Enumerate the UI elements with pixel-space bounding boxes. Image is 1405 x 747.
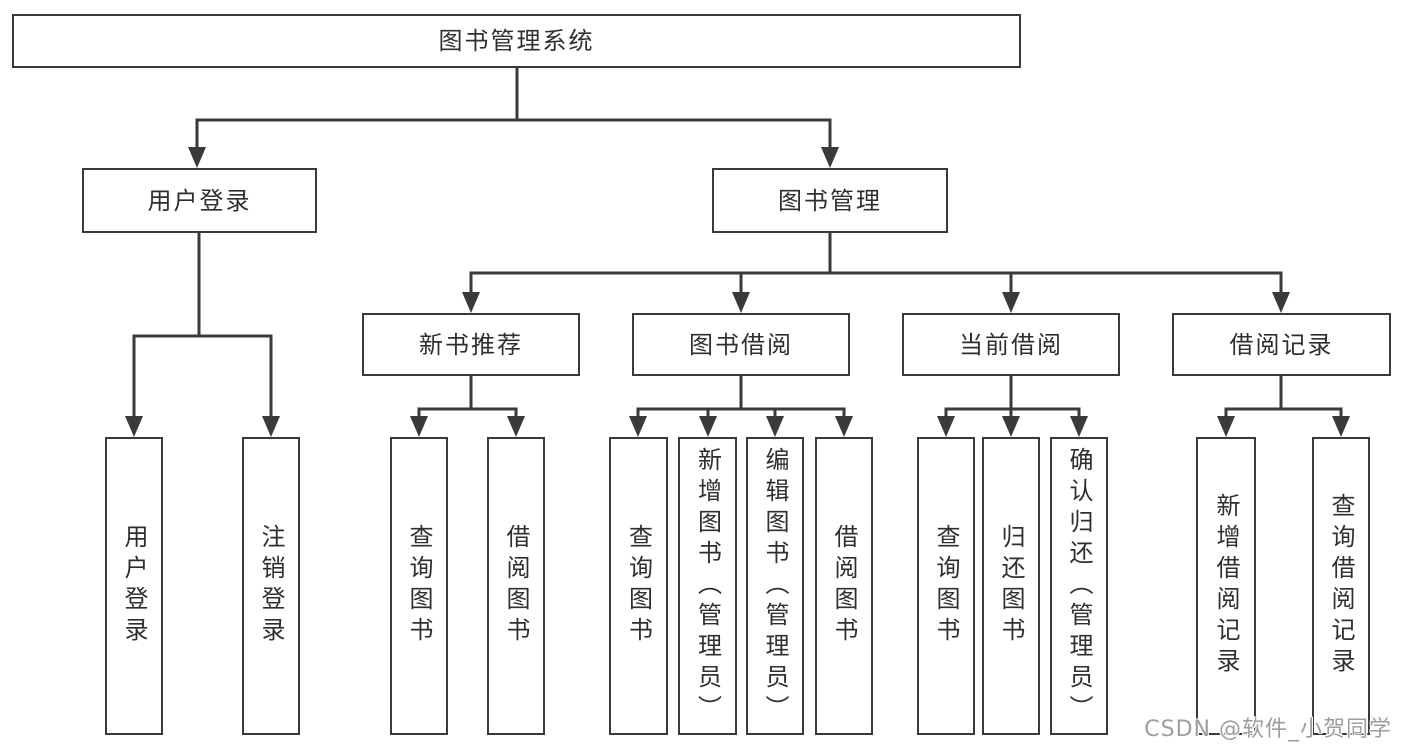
- connector-new-book-to-leaves: [417, 374, 518, 420]
- leaf-bb-add-books-admin-label: 新增图书（管理员）: [693, 446, 722, 726]
- leaf-cb-return-books-label: 归还图书: [997, 524, 1025, 648]
- leaf-nb-search-books: 查询图书: [390, 437, 448, 735]
- leaf-br-add-borrow-record-label: 新增借阅记录: [1212, 493, 1240, 679]
- node-user-login-label: 用户登录: [147, 186, 252, 215]
- arrow-down-icon: [821, 147, 839, 168]
- arrow-down-icon: [1332, 416, 1350, 437]
- arrow-down-icon: [262, 416, 280, 437]
- leaf-br-search-borrow-record-label: 查询借阅记录: [1327, 493, 1355, 679]
- leaf-bb-edit-books-admin-label: 编辑图书（管理员）: [761, 446, 789, 726]
- node-book-management-label: 图书管理: [778, 186, 882, 215]
- node-borrow-records-label: 借阅记录: [1229, 330, 1334, 359]
- leaf-nb-borrow-books: 借阅图书: [487, 437, 545, 735]
- arrow-down-icon: [1272, 292, 1290, 313]
- leaf-br-add-borrow-record: 新增借阅记录: [1196, 437, 1256, 735]
- arrow-down-icon: [507, 416, 525, 437]
- arrow-down-icon: [937, 416, 955, 437]
- leaf-logout-label: 注销登录: [257, 524, 285, 648]
- arrow-down-icon: [732, 292, 750, 313]
- arrow-down-icon: [188, 147, 206, 168]
- leaf-cb-search-books: 查询图书: [917, 437, 975, 735]
- node-root-label: 图书管理系统: [438, 27, 595, 55]
- arrow-down-icon: [1217, 416, 1235, 437]
- leaf-user-login: 用户登录: [105, 437, 163, 735]
- leaf-bb-search-books-label: 查询图书: [624, 524, 653, 648]
- leaf-cb-confirm-return-admin-label: 确认归还（管理员）: [1065, 446, 1093, 726]
- leaf-logout: 注销登录: [242, 437, 300, 735]
- leaf-br-search-borrow-record: 查询借阅记录: [1312, 437, 1370, 735]
- leaf-bb-edit-books-admin: 编辑图书（管理员）: [746, 437, 804, 735]
- leaf-cb-search-books-label: 查询图书: [932, 524, 960, 648]
- node-new-book-recommend: 新书推荐: [362, 313, 580, 376]
- connector-borrow-records-to-leaves: [1224, 374, 1343, 420]
- node-book-borrow: 图书借阅: [632, 313, 850, 376]
- arrow-down-icon: [462, 292, 480, 313]
- leaf-nb-borrow-books-label: 借阅图书: [502, 524, 530, 648]
- leaf-bb-add-books-admin: 新增图书（管理员）: [678, 437, 737, 735]
- connector-current-borrow-to-leaves: [944, 374, 1081, 420]
- node-current-borrow-label: 当前借阅: [959, 330, 1063, 359]
- node-book-management: 图书管理: [712, 168, 948, 233]
- csdn-watermark: CSDN @软件_小贺同学: [1144, 717, 1392, 742]
- node-new-book-recommend-label: 新书推荐: [419, 330, 523, 359]
- arrow-down-icon: [125, 416, 143, 437]
- connector-root-to-level2: [195, 66, 832, 150]
- leaf-nb-search-books-label: 查询图书: [405, 524, 433, 648]
- connector-book-borrow-to-leaves: [636, 374, 846, 420]
- leaf-bb-borrow-books: 借阅图书: [815, 437, 873, 735]
- node-borrow-records: 借阅记录: [1172, 313, 1391, 376]
- node-book-borrow-label: 图书借阅: [689, 330, 793, 359]
- arrow-down-icon: [1002, 292, 1020, 313]
- connector-user-login-to-leaves: [132, 231, 273, 420]
- arrow-down-icon: [629, 416, 647, 437]
- arrow-down-icon: [1002, 416, 1020, 437]
- arrow-down-icon: [766, 416, 784, 437]
- arrow-down-icon: [1070, 416, 1088, 437]
- leaf-cb-return-books: 归还图书: [982, 437, 1040, 735]
- arrow-down-icon: [410, 416, 428, 437]
- arrow-down-icon: [835, 416, 853, 437]
- leaf-bb-borrow-books-label: 借阅图书: [830, 524, 858, 648]
- arrow-down-icon: [699, 416, 717, 437]
- node-user-login: 用户登录: [82, 168, 317, 233]
- leaf-user-login-label: 用户登录: [120, 524, 148, 648]
- node-root: 图书管理系统: [12, 14, 1021, 68]
- leaf-cb-confirm-return-admin: 确认归还（管理员）: [1050, 437, 1108, 735]
- connector-book-management-to-level3: [469, 231, 1283, 295]
- leaf-bb-search-books: 查询图书: [609, 437, 668, 735]
- node-current-borrow: 当前借阅: [902, 313, 1120, 376]
